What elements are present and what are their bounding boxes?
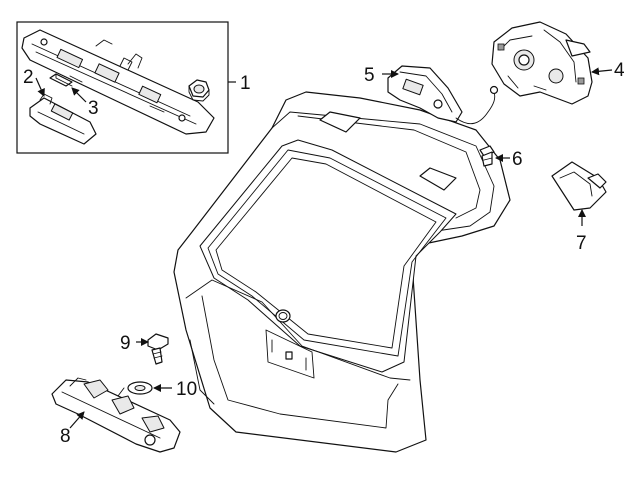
- part-5-lock-cable: [387, 65, 499, 125]
- callout-5: 5: [364, 65, 375, 86]
- callout-4: 4: [614, 60, 625, 81]
- callout-2: 2: [23, 67, 34, 88]
- part-10-grommet: [127, 381, 153, 395]
- tailgate-panel: [173, 91, 511, 453]
- part-8-handle-assembly: [51, 377, 181, 453]
- emblem: [275, 309, 291, 323]
- part-7-bracket: [551, 161, 607, 211]
- part-4-latch-actuator: [491, 21, 593, 105]
- part-6-bolt: [479, 145, 495, 167]
- callout-1: 1: [240, 73, 251, 94]
- leader-4: [591, 67, 613, 76]
- leader-3: [71, 87, 87, 103]
- part-2-switch-housing: [29, 93, 97, 145]
- part-3-pin: [49, 73, 73, 87]
- part-9-screw: [147, 333, 169, 365]
- callout-7: 7: [576, 233, 587, 254]
- leader-8: [69, 411, 85, 429]
- part-1-nut: [188, 79, 210, 102]
- callout-9: 9: [120, 333, 131, 354]
- inset-frame: [16, 21, 229, 154]
- callout-3: 3: [88, 98, 99, 119]
- leader-2: [35, 77, 45, 97]
- inset-box: [16, 21, 229, 154]
- part-1-handle-bracket: [21, 29, 215, 135]
- callout-8: 8: [60, 426, 71, 447]
- callout-6: 6: [512, 149, 523, 170]
- callout-10: 10: [176, 379, 197, 400]
